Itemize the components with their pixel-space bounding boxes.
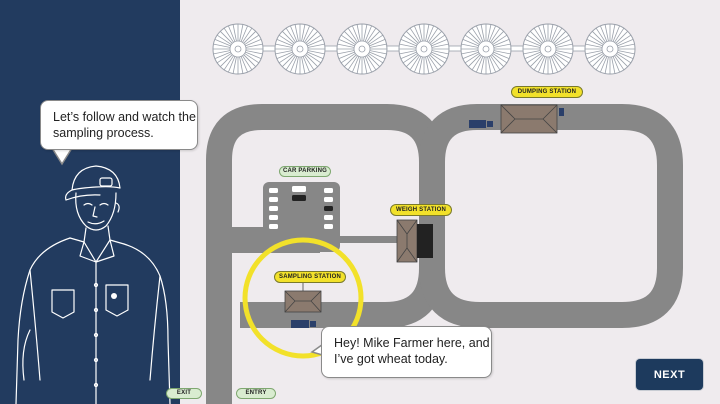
- sampling-highlight-ring: [242, 237, 364, 359]
- car-parking-label: CAR PARKING: [279, 166, 331, 177]
- farmer-illustration: [15, 165, 171, 404]
- farmer-line-1: Hey! Mike Farmer here, and: [334, 336, 490, 350]
- farmer-speech-bubble: Hey! Mike Farmer here, and I’ve got whea…: [321, 326, 492, 378]
- parked-cars: [269, 186, 333, 229]
- silo-row: [212, 23, 636, 75]
- weigh-scale: [417, 224, 433, 258]
- sampling-station-building: [284, 290, 322, 313]
- narrator-speech-bubble: Let’s follow and watch the sampling proc…: [40, 100, 198, 150]
- road-connector: [300, 236, 410, 243]
- truck-sampling: [291, 320, 316, 328]
- dumping-station-label: DUMPING STATION: [511, 86, 583, 98]
- narrator-line-2: sampling process.: [53, 126, 154, 140]
- sampling-station-label: SAMPLING STATION: [274, 271, 346, 283]
- car-parking-lot: [263, 182, 340, 252]
- narrator-line-1: Let’s follow and watch the: [53, 110, 196, 124]
- weigh-station-label: WEIGH STATION: [390, 204, 452, 216]
- narrator-panel: [0, 0, 180, 404]
- truck-dumping: [469, 108, 564, 128]
- farmer-line-2: I’ve got wheat today.: [334, 352, 448, 366]
- next-button[interactable]: NEXT: [636, 359, 703, 390]
- entry-label[interactable]: ENTRY: [236, 388, 276, 399]
- exit-label[interactable]: EXIT: [166, 388, 202, 399]
